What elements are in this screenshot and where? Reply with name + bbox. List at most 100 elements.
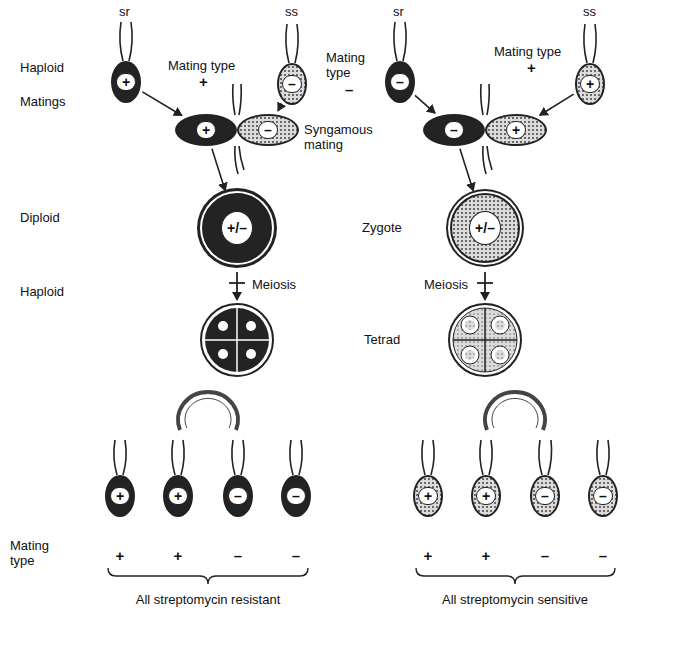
- mating-type-sign: +: [476, 487, 496, 505]
- mating-type-sign: +: [110, 487, 130, 505]
- mating-type-sign: +: [199, 74, 208, 89]
- spore: [461, 316, 479, 334]
- chlamydomonas-cell: –: [277, 63, 307, 105]
- annotation-label: All streptomycin resistant: [136, 592, 281, 607]
- mating-type-sign: +: [116, 548, 125, 563]
- spore: [491, 346, 509, 364]
- mating-type-sign: +/–: [221, 211, 253, 245]
- mating-type-sign: +: [527, 60, 536, 75]
- flagellum: [120, 22, 132, 61]
- tetrad-body: [453, 308, 517, 372]
- annotation-label: ss: [285, 4, 298, 19]
- mating-type-sign: +: [482, 548, 491, 563]
- mating-type-sign: +: [196, 121, 216, 139]
- annotation-label: Mating type: [10, 538, 56, 568]
- mating-type-sign: –: [535, 487, 555, 505]
- zygote-cell: +/–: [202, 193, 272, 263]
- chlamydomonas-cell: +: [575, 63, 605, 105]
- mating-type-sign: –: [286, 487, 306, 505]
- flagellum: [114, 440, 126, 475]
- chlamydomonas-cell: –: [385, 61, 415, 103]
- spore: [218, 321, 228, 331]
- mating-type-sign: +: [506, 121, 526, 139]
- mating-type-sign: –: [228, 487, 248, 505]
- brackets: [108, 568, 615, 584]
- tetrad-left: [201, 304, 273, 376]
- annotation-label: Syngamous mating: [304, 122, 380, 152]
- release-arc: [485, 392, 545, 430]
- tetrad-division: [484, 308, 486, 372]
- flagellum: [584, 24, 596, 63]
- mating-type-sign: +/–: [469, 211, 501, 245]
- release-arc: [492, 398, 538, 428]
- chlamydomonas-cell: +: [163, 475, 193, 517]
- flagellum: [290, 440, 302, 475]
- annotation-label: Tetrad: [364, 332, 400, 347]
- annotation-label: sr: [119, 4, 130, 19]
- mating-type-sign: –: [234, 548, 242, 563]
- spore: [218, 349, 228, 359]
- flagellum: [232, 440, 244, 475]
- flagellum: [172, 440, 184, 475]
- annotation-label: Meiosis: [424, 277, 468, 292]
- mating-type-sign: +: [418, 487, 438, 505]
- mating-type-sign: –: [541, 548, 549, 563]
- chlamydomonas-cell: +: [413, 475, 443, 517]
- chlamydomonas-cell: –: [237, 114, 299, 146]
- chlamydomonas-cell: –: [223, 475, 253, 517]
- chlamydomonas-cell: +: [485, 114, 547, 146]
- mating-type-sign: +: [174, 548, 183, 563]
- mating-type-sign: +: [168, 487, 188, 505]
- tetrad-wall: [449, 304, 521, 376]
- flagellum: [539, 440, 552, 475]
- meiosis-arrow: [236, 272, 238, 300]
- mating-type-sign: –: [444, 121, 464, 139]
- chlamydomonas-cell: +: [105, 475, 135, 517]
- mating-arrow: [212, 149, 225, 191]
- spore: [246, 349, 256, 359]
- chlamydomonas-cell: +: [111, 61, 141, 103]
- release-arc: [185, 398, 231, 428]
- bracket: [108, 568, 308, 584]
- annotation-label: Haploid: [20, 284, 64, 299]
- mating-type-sign: +: [580, 75, 600, 93]
- mating-arrow: [278, 104, 282, 111]
- mating-type-sign: –: [258, 121, 278, 139]
- release-arc: [178, 392, 238, 430]
- annotation-label: Haploid: [20, 60, 64, 75]
- flagellum: [422, 440, 434, 475]
- flagellum: [480, 440, 492, 475]
- chlamydomonas-cell: –: [530, 475, 560, 517]
- flagellum: [394, 22, 406, 61]
- mating-arrow: [415, 95, 435, 113]
- tetrad-division: [236, 308, 238, 372]
- annotation-label: sr: [393, 4, 404, 19]
- mating-type-sign: –: [345, 82, 353, 97]
- mating-type-sign: –: [593, 487, 613, 505]
- spore: [461, 346, 479, 364]
- tetrad-right: [449, 304, 521, 376]
- spore: [495, 320, 505, 330]
- annotation-label: Mating type: [326, 50, 376, 80]
- tetrad-wall: [201, 304, 273, 376]
- annotation-label: Diploid: [20, 210, 60, 225]
- mating-type-sign: –: [292, 548, 300, 563]
- annotation-label: ss: [583, 4, 596, 19]
- flagellum: [597, 440, 609, 475]
- chlamydomonas-cell: +: [471, 475, 501, 517]
- meiosis-arrow: [484, 272, 486, 300]
- bracket: [416, 568, 615, 584]
- chlamydomonas-cell: +: [175, 114, 237, 146]
- meiosis-bar: [477, 282, 493, 284]
- annotation-label: Mating type: [168, 58, 235, 73]
- annotation-label: All streptomycin sensitive: [442, 592, 588, 607]
- mating-type-sign: –: [390, 73, 410, 91]
- annotation-label: Meiosis: [252, 277, 296, 292]
- flagellum: [286, 24, 298, 63]
- spore: [465, 320, 475, 330]
- spore: [495, 350, 505, 360]
- mating-arrow: [460, 149, 473, 191]
- tetrad-body: [205, 308, 269, 372]
- chlamydomonas-cell: –: [423, 114, 485, 146]
